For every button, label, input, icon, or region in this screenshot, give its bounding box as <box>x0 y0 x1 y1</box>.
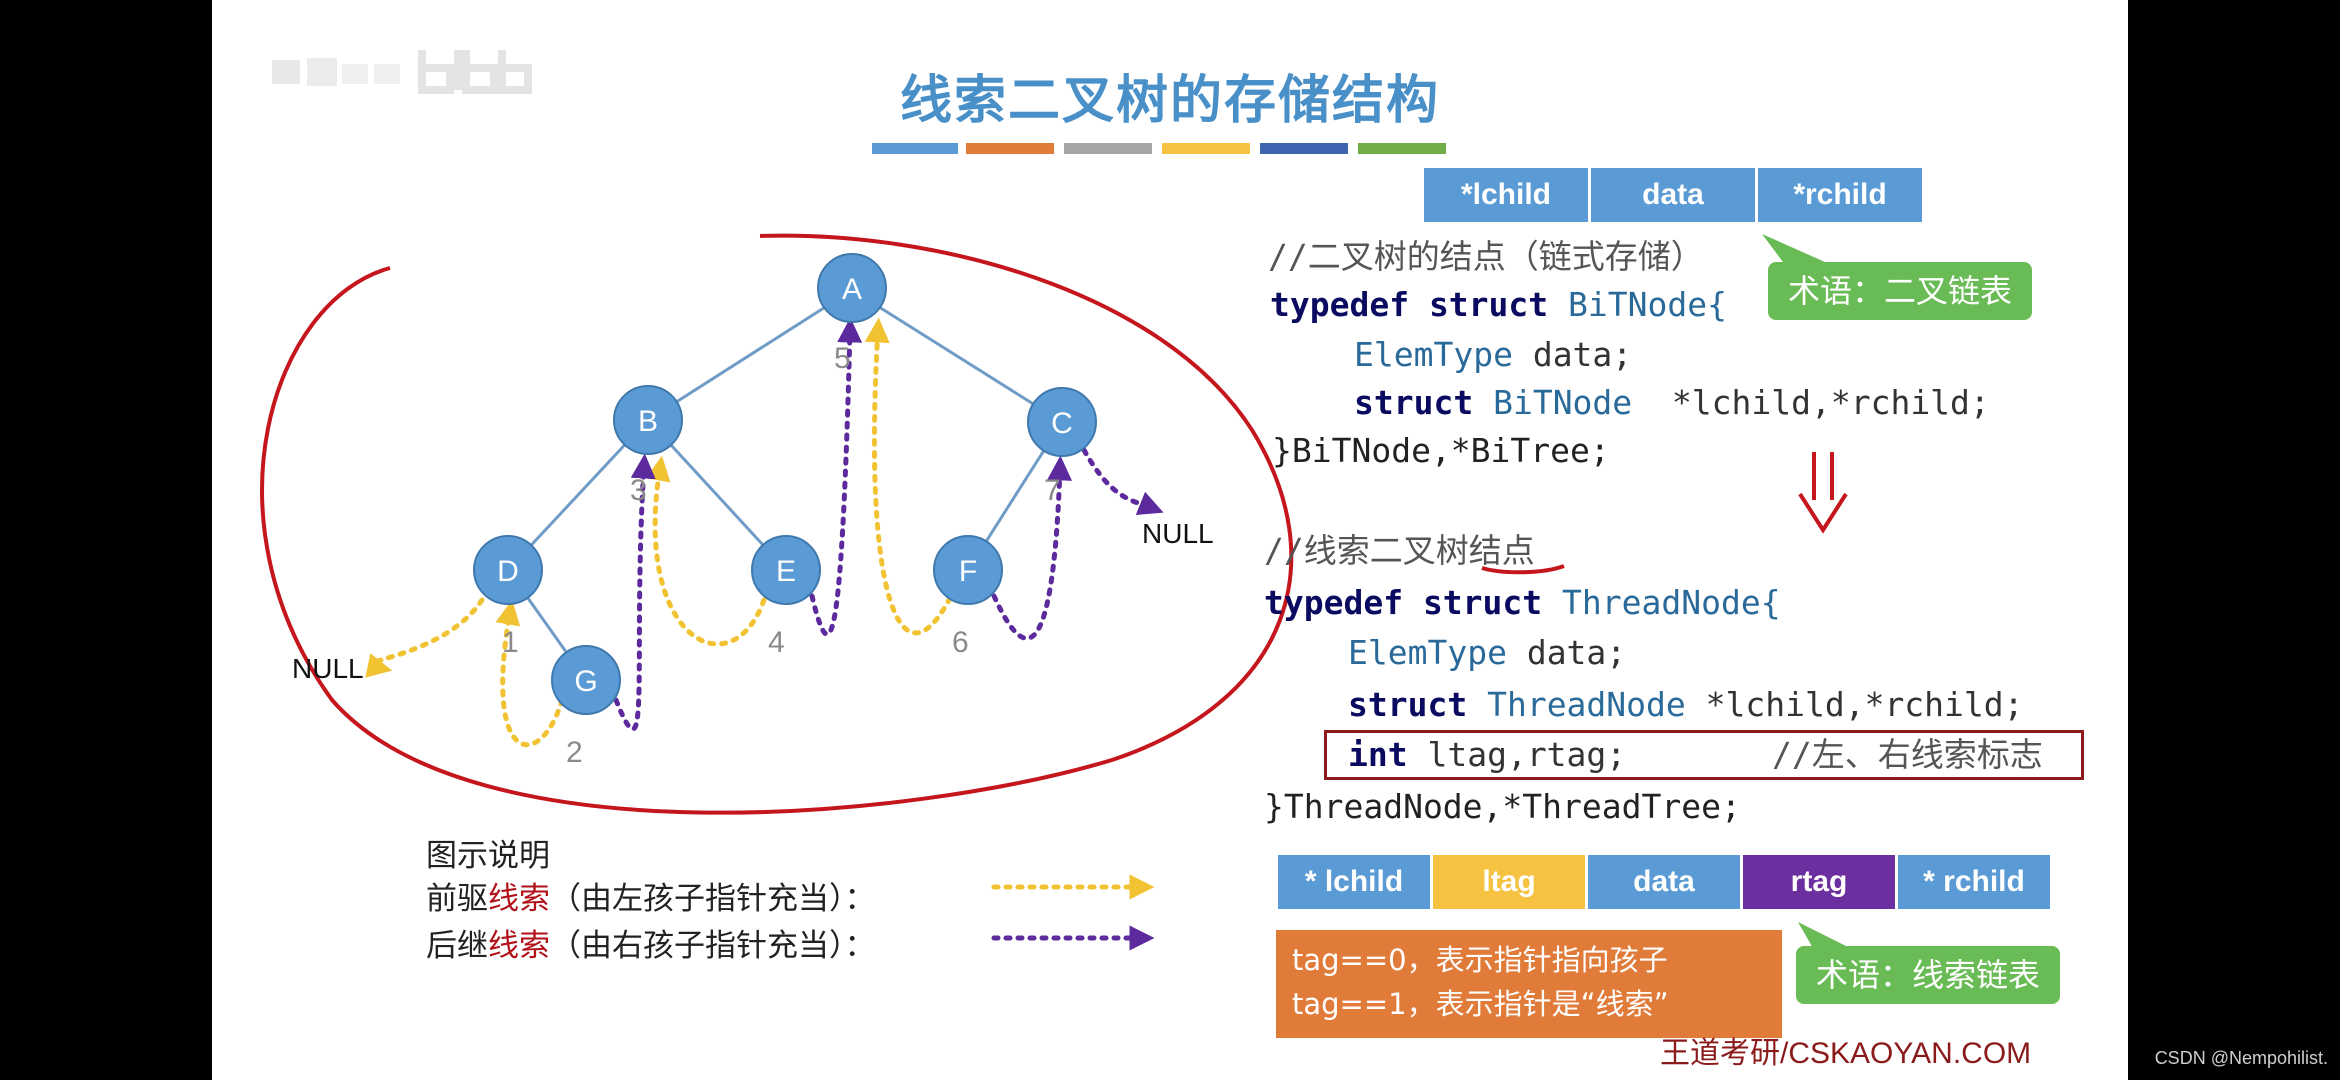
order-number: 3 <box>630 474 647 507</box>
order-number: 4 <box>768 626 785 659</box>
node-C: C <box>1027 387 1097 457</box>
legend-successor: 后继线索（由右孩子指针充当）： <box>426 928 876 964</box>
callout-thread-linked-list: 术语：线索链表 <box>1796 946 2061 1004</box>
code1-line2: ElemType data; <box>1354 335 1633 374</box>
succ-thread-F <box>991 455 1073 641</box>
threadnode-field-ltag: ltag <box>1433 855 1585 909</box>
svg-text:E: E <box>776 555 796 588</box>
title-underline-6 <box>1358 143 1446 154</box>
pred-thread-F <box>864 317 953 636</box>
order-number: 6 <box>952 626 969 659</box>
footer-brand: 王道考研/CSKAOYAN.COM <box>1660 1037 2032 1070</box>
csdn-watermark: CSDN @Nempohilist. <box>2154 1048 2328 1068</box>
null-left-label: NULL <box>292 653 364 684</box>
code2-line1: typedef struct ThreadNode{ <box>1264 583 1781 622</box>
threadnode-field-rtag: rtag <box>1743 855 1895 909</box>
null-right-label: NULL <box>1142 518 1214 549</box>
code2-comment: //线索二叉树结点 <box>1264 531 1535 570</box>
code2-line4-comment: //左、右线索标志 <box>1772 735 2043 774</box>
bitnode-field-lchild: *lchild <box>1424 168 1588 222</box>
succ-thread-E <box>809 317 863 637</box>
order-number: 2 <box>566 736 583 769</box>
svg-text:D: D <box>497 555 519 588</box>
order-number: 7 <box>1044 474 1061 507</box>
transform-arrow-icon <box>1798 452 1848 534</box>
title-underline-4 <box>1162 143 1250 154</box>
node-A: A <box>817 253 887 323</box>
succ-thread-C <box>1081 447 1164 515</box>
threadnode-field-lchild: * lchild <box>1278 855 1430 909</box>
code2-line2: ElemType data; <box>1348 633 1627 672</box>
svg-text:A: A <box>842 273 862 306</box>
node-G: G <box>551 645 621 715</box>
succ-thread-G <box>613 453 656 732</box>
title-underline-2 <box>966 143 1054 154</box>
svg-text:G: G <box>574 665 597 698</box>
code2-line3: struct ThreadNode *lchild,*rchild; <box>1348 685 2024 724</box>
bitnode-field-data: data <box>1591 168 1755 222</box>
code1-line1: typedef struct BiTNode{ <box>1270 285 1727 324</box>
title-underline-3 <box>1064 143 1152 154</box>
ltag-rtag-highlight-box <box>1324 730 2084 780</box>
title-underline-5 <box>1260 143 1348 154</box>
tag-note-1: tag==1，表示指针是“线索” <box>1292 987 1669 1021</box>
order-number: 1 <box>502 626 519 659</box>
node-D: D <box>473 535 543 605</box>
order-number: 5 <box>834 342 851 375</box>
thread-tree-diagram: A B C D E F G 1 2 3 4 5 6 7 NULL NULL <box>260 233 1848 951</box>
legend-title: 图示说明 <box>426 838 550 874</box>
code2-line4: int ltag,rtag; <box>1348 735 1627 774</box>
slide-title: 线索二叉树的存储结构 <box>899 71 1440 131</box>
code1-line3: struct BiTNode *lchild,*rchild; <box>1354 383 1990 422</box>
code2-line5: }ThreadNode,*ThreadTree; <box>1264 787 1741 826</box>
node-B: B <box>613 385 683 455</box>
legend-predecessor: 前驱线索（由左孩子指针充当）： <box>426 881 876 917</box>
pred-thread-D <box>365 597 485 678</box>
tag-notes: tag==0，表示指针指向孩子 tag==1，表示指针是“线索” <box>1276 930 1782 1038</box>
pred-thread-G <box>495 599 565 748</box>
svg-text:C: C <box>1051 407 1073 440</box>
svg-text:B: B <box>638 405 658 438</box>
threadnode-field-rchild: * rchild <box>1898 855 2050 909</box>
code1-line4: }BiTNode,*BiTree; <box>1272 431 1610 470</box>
watermark-logo <box>272 50 532 94</box>
node-F: F <box>933 535 1003 605</box>
red-underline <box>1481 564 1565 575</box>
node-E: E <box>751 535 821 605</box>
title-underline-1 <box>872 143 958 154</box>
svg-text:F: F <box>959 555 977 588</box>
pred-thread-E <box>645 455 767 647</box>
threadnode-field-data: data <box>1588 855 1740 909</box>
callout-binary-linked-list: 术语：二叉链表 <box>1768 262 2033 320</box>
tag-note-0: tag==0，表示指针指向孩子 <box>1292 943 1668 977</box>
bitnode-field-rchild: *rchild <box>1758 168 1922 222</box>
slide: 线索二叉树的存储结构 <box>212 0 2128 1080</box>
red-enclosure <box>260 233 1294 815</box>
code1-comment: //二叉树的结点（链式存储） <box>1268 237 1704 276</box>
